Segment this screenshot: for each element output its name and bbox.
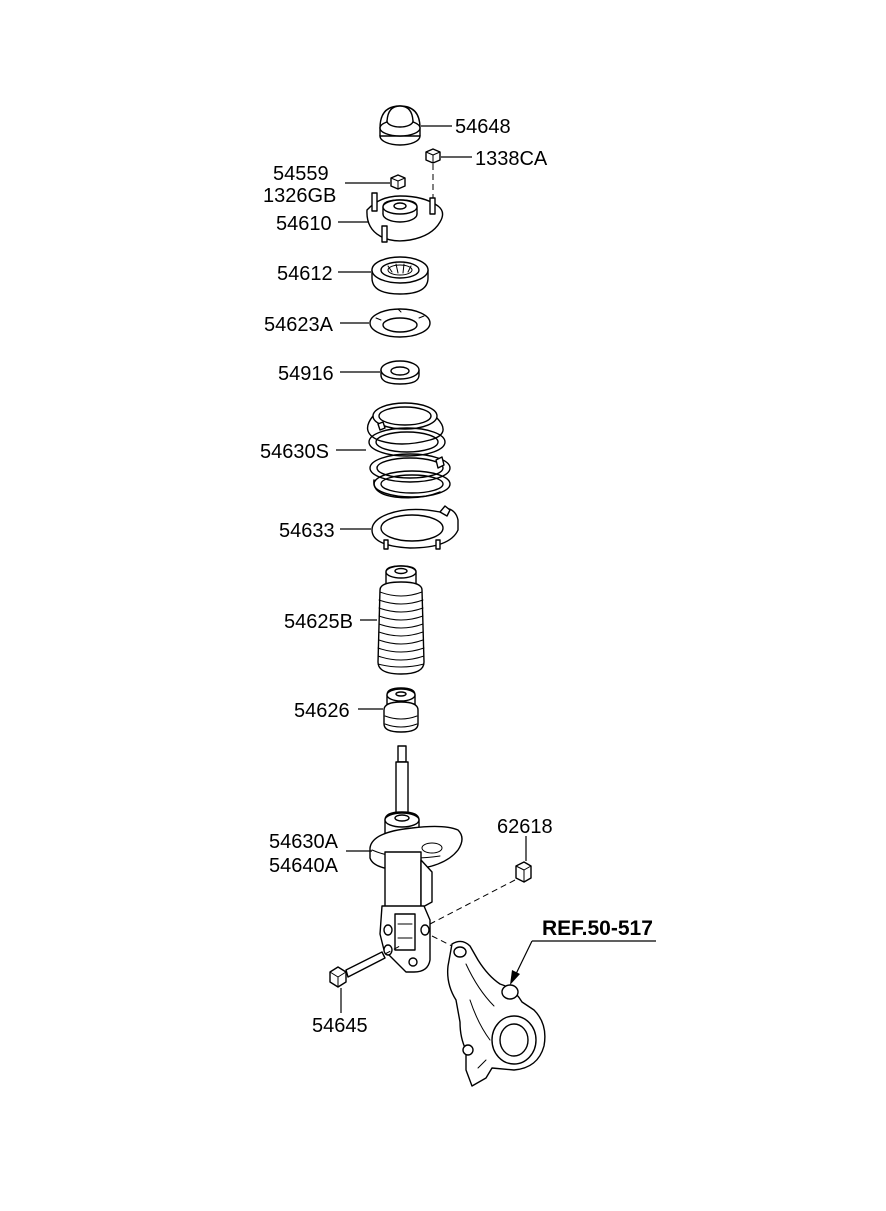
label-54626: 54626 xyxy=(294,700,350,722)
label-54625B: 54625B xyxy=(284,611,353,633)
part-54626-bumpstop xyxy=(383,687,419,733)
part-54645-bolt xyxy=(329,951,386,988)
leader-ref-diag xyxy=(513,940,533,979)
part-54610-mount xyxy=(366,192,444,243)
label-54612: 54612 xyxy=(277,263,333,285)
label-54633: 54633 xyxy=(279,520,335,542)
label-1326GB: 1326GB xyxy=(263,185,336,207)
part-54916-washer xyxy=(380,360,420,385)
label-54640A: 54640A xyxy=(269,855,339,877)
label-54559: 54559 xyxy=(273,163,329,185)
dash-knuckle xyxy=(431,935,453,947)
part-ref-knuckle xyxy=(446,940,546,1087)
label-54623A: 54623A xyxy=(264,314,334,336)
label-54648: 54648 xyxy=(455,116,511,138)
part-54559-nut xyxy=(390,174,406,190)
label-54610: 54610 xyxy=(276,213,332,235)
part-1338CA-nut xyxy=(425,148,441,164)
part-54630A-strut xyxy=(369,745,463,973)
label-54630S: 54630S xyxy=(260,441,329,463)
dash-62618 xyxy=(429,879,516,925)
label-62618: 62618 xyxy=(497,816,553,838)
part-54623A-seat xyxy=(369,308,431,338)
part-54630S-spring xyxy=(366,402,451,499)
part-54612-bearing xyxy=(371,256,429,295)
part-54633-seat xyxy=(371,505,459,550)
label-ref: REF.50-517 xyxy=(542,917,653,940)
dash-54645 xyxy=(384,945,401,955)
part-54625B-boot xyxy=(377,565,425,675)
part-62618-nut xyxy=(515,861,532,883)
label-1338CA: 1338CA xyxy=(475,148,548,170)
label-54645: 54645 xyxy=(312,1015,368,1037)
label-54916: 54916 xyxy=(278,363,334,385)
arrow-ref xyxy=(510,970,520,985)
part-54648-cap xyxy=(379,105,421,146)
label-54630A: 54630A xyxy=(269,831,339,853)
